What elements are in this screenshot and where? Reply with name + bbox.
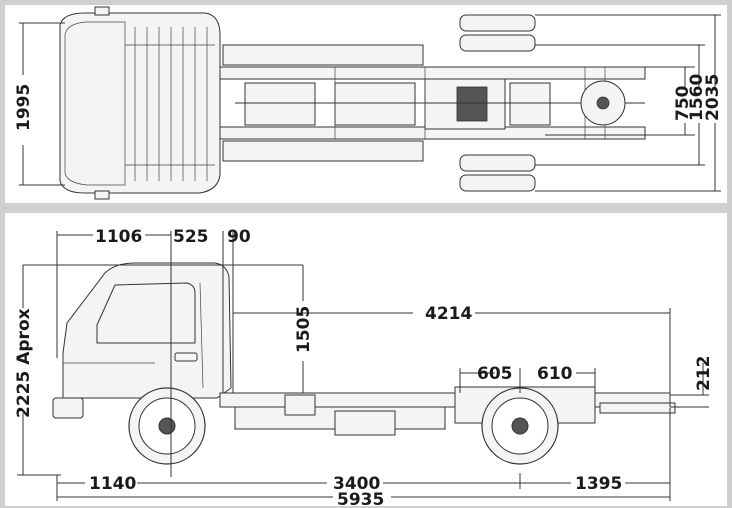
overall-2035-label: 2035 — [703, 74, 723, 121]
side-view-drawing: 1106 525 90 4214 1505 605 610 212 2225 A… — [14, 227, 714, 506]
height-2225-label: 2225 Aprox — [14, 308, 34, 418]
chassis-frame-top — [219, 44, 646, 162]
dim-1505-label: 1505 — [294, 306, 314, 353]
dim-3400-label: 3400 — [333, 474, 380, 494]
dim-5935-label: 5935 — [337, 490, 384, 506]
dim-1106-label: 1106 — [95, 227, 142, 247]
top-view-drawing: 1995 750 1560 2035 — [14, 6, 723, 200]
rear-wheels-top — [459, 14, 536, 192]
top-view-panel: 1995 750 1560 2035 — [5, 5, 727, 203]
dim-90-label: 90 — [227, 227, 251, 247]
track-1560-label: 1560 — [687, 74, 707, 121]
rear-wheel — [481, 387, 559, 465]
top-view-dimensions — [19, 14, 721, 192]
side-view-panel: 1106 525 90 4214 1505 605 610 212 2225 A… — [5, 213, 727, 506]
track-750-label: 750 — [673, 85, 693, 121]
cab-top-view — [59, 6, 221, 200]
dim-212-label: 212 — [694, 356, 714, 392]
dim-525-label: 525 — [173, 227, 209, 247]
side-view-dimensions — [17, 231, 709, 501]
dim-1395-label: 1395 — [575, 474, 622, 494]
chassis-frame-side — [219, 386, 676, 436]
dim-605-label: 605 — [477, 364, 513, 384]
dim-4214-label: 4214 — [425, 304, 472, 324]
front-wheel — [128, 387, 206, 465]
cab-side-view — [52, 262, 232, 419]
dim-1140-label: 1140 — [89, 474, 136, 494]
dim-610-label: 610 — [537, 364, 573, 384]
width-1995-label: 1995 — [14, 84, 34, 131]
